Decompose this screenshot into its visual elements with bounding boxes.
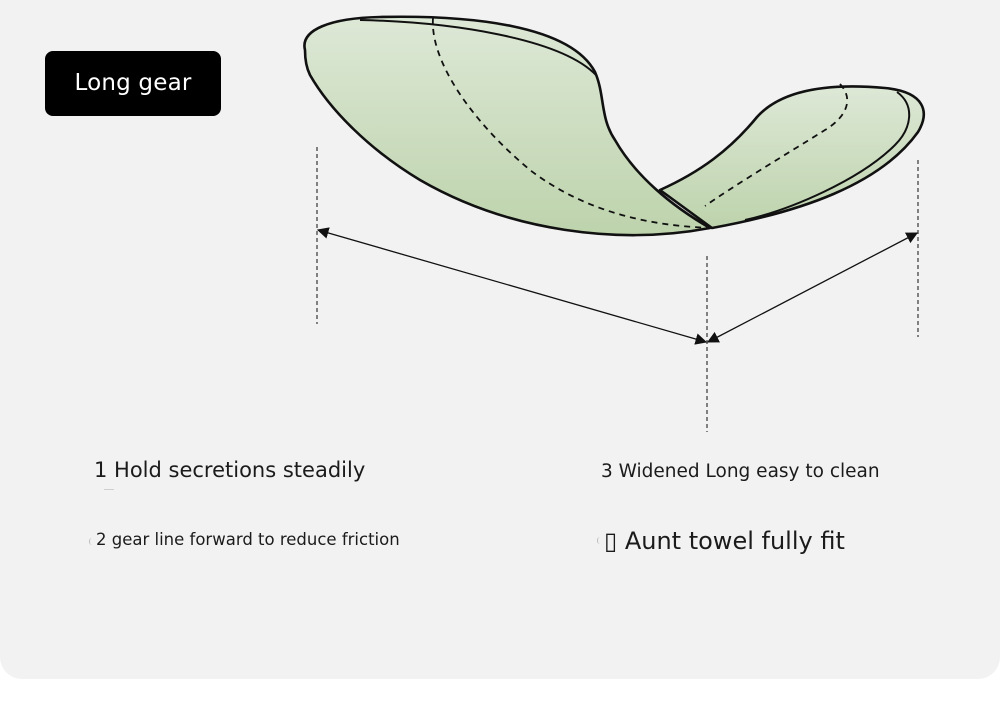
- pad-front-body: [303, 15, 712, 237]
- bullet-mark-left: [89, 538, 93, 545]
- long-gear-badge: Long gear: [45, 51, 221, 116]
- feature-3-text: 3 Widened Long easy to clean: [601, 461, 880, 482]
- dimension-arrow-back: [706, 232, 919, 343]
- feature-4-text: ▯ Aunt towel fully fit: [604, 527, 845, 555]
- pad-right-wing-inner-edge: [744, 91, 911, 221]
- pad-front-top-edge: [359, 19, 597, 76]
- pad-right-wing: [658, 85, 926, 230]
- decorative-underline: [104, 489, 114, 490]
- feature-2-text: 2 gear line forward to reduce friction: [96, 530, 400, 549]
- dimension-arrow-front: [316, 227, 708, 345]
- feature-1-text: 1 Hold secretions steadily: [94, 458, 366, 482]
- pad-front-stitch: [432, 17, 713, 229]
- pad-right-wing-stitch: [704, 83, 849, 207]
- bullet-mark-right: [597, 537, 601, 544]
